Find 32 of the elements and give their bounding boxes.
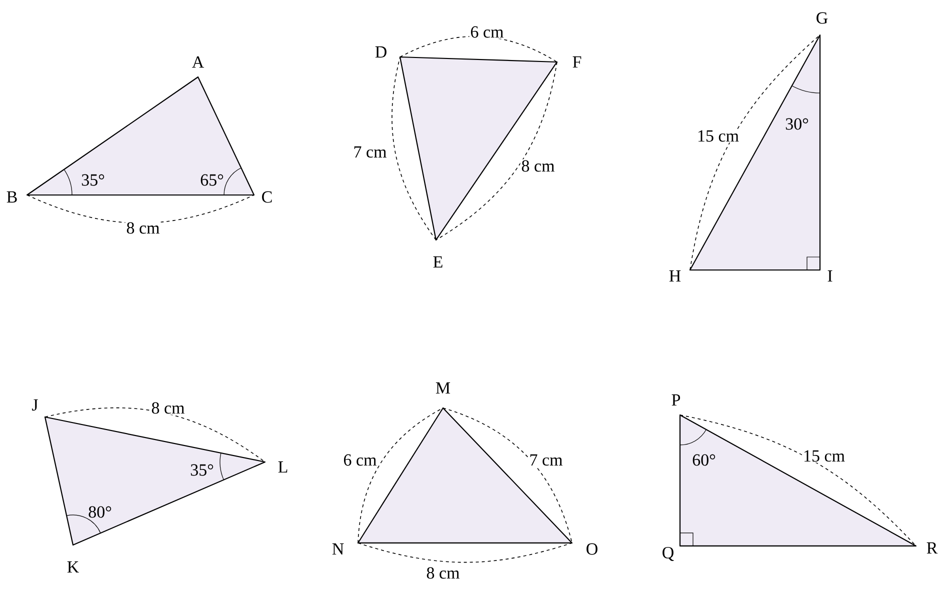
triangle: [399, 56, 558, 241]
vertex-label: L: [276, 460, 290, 474]
measure-label: 15 cm: [696, 129, 740, 143]
vertex-label: J: [30, 398, 40, 412]
measure-label: 7 cm: [352, 145, 388, 159]
vertex-label: C: [260, 190, 274, 204]
vertex-label: O: [584, 542, 600, 556]
vertex-label: D: [374, 45, 388, 59]
vertex-label: P: [670, 393, 682, 407]
vertex-label: K: [66, 560, 80, 574]
vertex-label: B: [5, 190, 19, 204]
triangle: [357, 407, 573, 544]
vertex-label: G: [814, 11, 830, 25]
measure-label: 6 cm: [469, 25, 505, 39]
vertex-label: M: [434, 381, 452, 395]
triangle: 35° 80°: [44, 416, 266, 546]
vertex-label: R: [925, 541, 939, 555]
vertex-label: H: [668, 269, 682, 283]
measure-label: 8 cm: [520, 159, 556, 173]
measure-label: 7 cm: [528, 453, 564, 467]
vertex-label: N: [330, 542, 346, 556]
vertex-label: Q: [660, 546, 676, 562]
vertex-label: A: [190, 55, 206, 69]
measure-label: 8 cm: [150, 401, 186, 415]
triangle: 35° 65°: [26, 76, 255, 196]
measure-label: 8 cm: [425, 566, 461, 580]
measure-label: 8 cm: [125, 221, 161, 235]
vertex-label: E: [432, 255, 444, 269]
measure-label: 6 cm: [342, 453, 378, 467]
vertex-label: F: [571, 55, 583, 69]
vertex-label: I: [826, 269, 834, 283]
measure-label: 15 cm: [802, 449, 846, 463]
